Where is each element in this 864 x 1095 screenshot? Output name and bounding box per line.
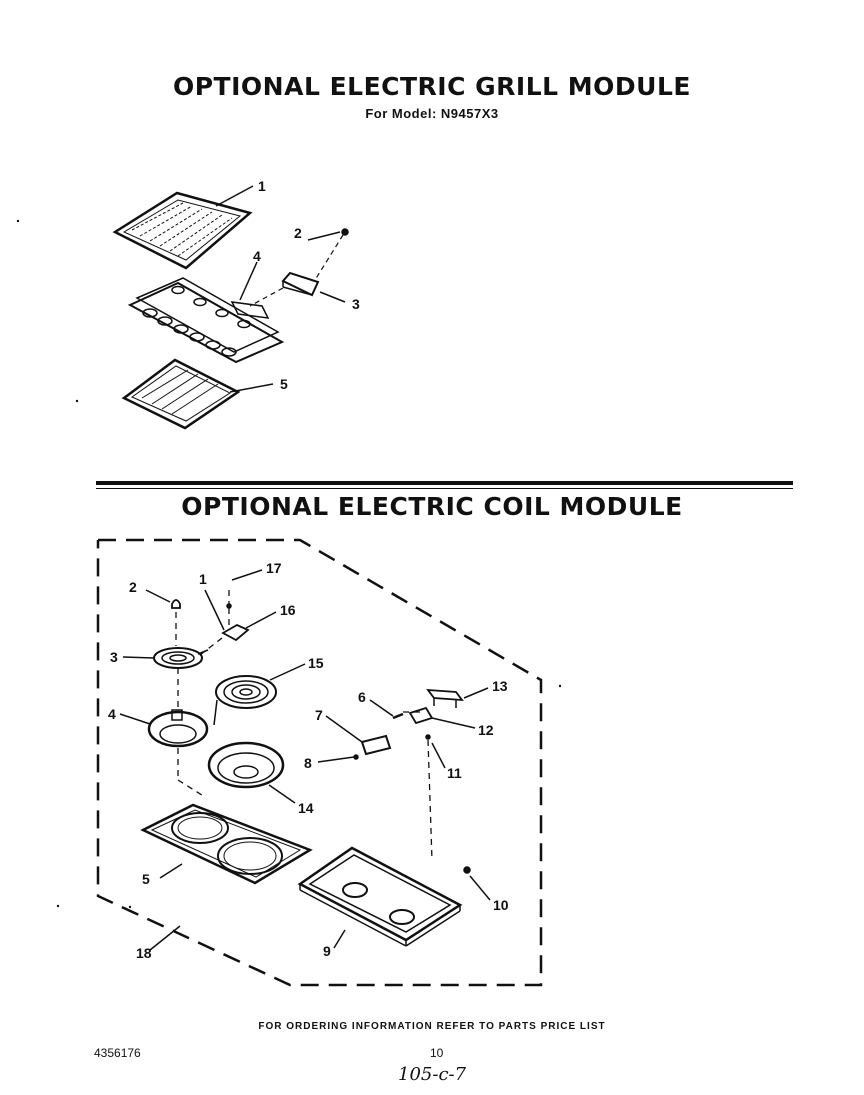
ordering-note: FOR ORDERING INFORMATION REFER TO PARTS …	[258, 1021, 606, 1032]
callout-1: 1	[199, 571, 207, 587]
terminal-block-coil-part	[221, 603, 250, 642]
callout-2: 2	[129, 579, 137, 595]
callout-1: 1	[258, 178, 266, 194]
callout-6: 6	[358, 689, 366, 705]
callout-2: 2	[294, 225, 302, 241]
callout-4: 4	[253, 248, 261, 264]
callout-11: 11	[447, 765, 462, 781]
callout-8: 8	[304, 755, 312, 771]
section-divider-thin	[96, 488, 793, 489]
cap-part	[171, 599, 181, 609]
handwritten-note: 105-c-7	[398, 1064, 467, 1085]
cooktop-plate-part	[140, 803, 313, 885]
callout-7: 7	[315, 707, 323, 723]
callout-17: 17	[266, 560, 282, 576]
grill-drip-tray-part	[121, 358, 241, 430]
model-number: For Model: N9457X3	[365, 106, 499, 121]
grill-element-part	[127, 277, 285, 364]
pin-part	[392, 712, 404, 720]
callout-4: 4	[108, 706, 116, 722]
callout-16: 16	[280, 602, 296, 618]
callout-14: 14	[298, 800, 314, 816]
burner-box-part	[297, 846, 463, 947]
callout-13: 13	[492, 678, 508, 694]
callout-9: 9	[323, 943, 331, 959]
small-drip-bowl-part	[147, 709, 209, 748]
callout-3: 3	[110, 649, 118, 665]
large-coil-element-part	[213, 675, 277, 726]
callout-5: 5	[280, 376, 288, 392]
clip-part	[408, 706, 434, 725]
small-coil-element-part	[153, 647, 209, 669]
receptacle-part	[360, 734, 392, 756]
page-number: 10	[430, 1046, 444, 1060]
document-number: 4356176	[94, 1046, 141, 1060]
callout-15: 15	[308, 655, 324, 671]
switch-bracket-part	[426, 688, 464, 708]
screw-coil-part	[463, 866, 471, 874]
callout-18: 18	[136, 945, 152, 961]
large-drip-bowl-part	[207, 741, 285, 789]
callout-12: 12	[478, 722, 494, 738]
screw-part	[341, 228, 349, 236]
callout-3: 3	[352, 296, 360, 312]
grill-grate-part	[112, 191, 253, 270]
grill-module-title: OPTIONAL ELECTRIC GRILL MODULE	[172, 72, 691, 101]
coil-module-outline	[96, 538, 543, 987]
terminal-block-part	[281, 271, 320, 297]
coil-module-title: OPTIONAL ELECTRIC COIL MODULE	[181, 492, 683, 521]
callout-5: 5	[142, 871, 150, 887]
callout-10: 10	[493, 897, 509, 913]
section-divider	[96, 481, 793, 485]
